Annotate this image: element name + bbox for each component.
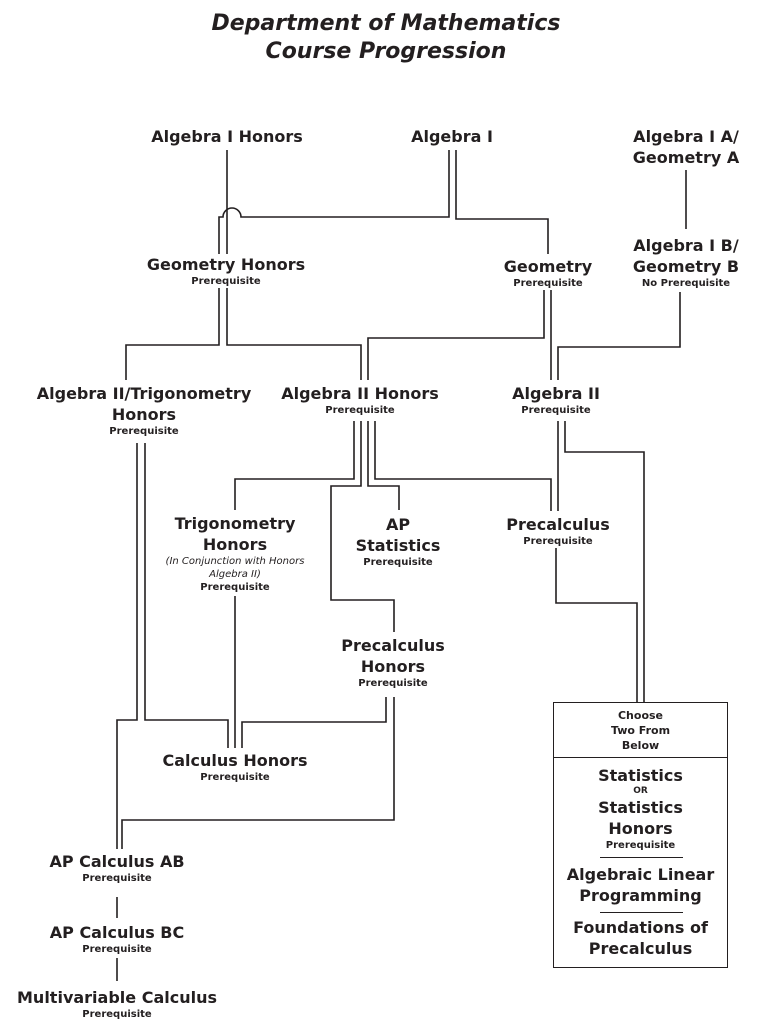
choose-two-box: Choose Two From Below Statistics OR Stat… bbox=[553, 702, 728, 968]
node-sub: Prerequisite bbox=[200, 772, 270, 783]
option-or: OR bbox=[633, 786, 648, 796]
option-divider bbox=[600, 857, 683, 858]
node-geometry-honors: Geometry Honors Prerequisite bbox=[147, 254, 305, 288]
node-ap-statistics: AP Statistics Prerequisite bbox=[356, 514, 441, 569]
node-trigonometry-honors: Trigonometry Honors (In Conjunction with… bbox=[166, 513, 305, 594]
node-label: AP Calculus AB bbox=[49, 852, 185, 871]
node-label: Geometry bbox=[503, 257, 593, 276]
node-sub: Prerequisite bbox=[191, 276, 261, 287]
option-label: Statistics bbox=[598, 766, 683, 785]
node-label: Algebra II bbox=[512, 384, 600, 403]
option-label-line-1: Statistics bbox=[598, 798, 683, 817]
option-foundations-of-precalculus: Foundations of Precalculus bbox=[554, 917, 727, 959]
node-sub: Prerequisite bbox=[82, 873, 152, 884]
node-label: Algebra II Honors bbox=[281, 384, 439, 403]
node-label: Precalculus bbox=[506, 515, 610, 534]
node-algebra-1a-geometry-a: Algebra I A/ Geometry A bbox=[633, 126, 739, 168]
node-sub: Prerequisite bbox=[363, 557, 433, 568]
node-note-line-1: (In Conjunction with Honors bbox=[165, 556, 305, 567]
line-alg2trigh-apcalcab bbox=[116, 443, 138, 849]
node-note-line-2: Algebra II) bbox=[209, 569, 261, 580]
node-geometry: Geometry Prerequisite bbox=[504, 256, 592, 290]
node-label: Calculus Honors bbox=[162, 751, 308, 770]
title-line-2: Course Progression bbox=[265, 39, 507, 64]
node-label-line-1: Trigonometry bbox=[174, 514, 296, 533]
line-geomh-alg2h bbox=[226, 288, 362, 380]
node-label-line-1: Algebra I B/ bbox=[633, 236, 739, 255]
node-multivariable-calculus: Multivariable Calculus Prerequisite bbox=[17, 987, 217, 1021]
line-alg2h-trigh bbox=[234, 421, 355, 510]
choose-line-1: Choose bbox=[617, 708, 664, 722]
node-algebra-1b-geometry-b: Algebra I B/ Geometry B No Prerequisite bbox=[633, 235, 739, 290]
node-label-line-1: Algebra II/Trigonometry bbox=[36, 384, 252, 403]
choose-line-2: Two From bbox=[610, 723, 671, 737]
option-label-line-1: Algebraic Linear bbox=[566, 865, 715, 884]
option-label-line-2: Programming bbox=[579, 886, 702, 905]
line-alg1-geomh bbox=[218, 150, 450, 254]
node-label: Geometry Honors bbox=[146, 255, 306, 274]
page-title: Department of Mathematics Course Progres… bbox=[0, 10, 772, 66]
option-sub: Prerequisite bbox=[605, 840, 676, 851]
node-label: Algebra I bbox=[411, 127, 493, 146]
node-sub: Prerequisite bbox=[82, 1009, 152, 1020]
node-precalculus: Precalculus Prerequisite bbox=[506, 514, 610, 548]
node-label-line-2: Geometry A bbox=[632, 148, 740, 167]
node-label-line-2: Statistics bbox=[355, 536, 441, 555]
node-precalculus-honors: Precalculus Honors Prerequisite bbox=[341, 635, 445, 690]
line-geom-alg2h bbox=[367, 290, 545, 380]
node-label-line-1: Algebra I A/ bbox=[633, 127, 739, 146]
node-sub: Prerequisite bbox=[325, 405, 395, 416]
node-ap-calculus-ab: AP Calculus AB Prerequisite bbox=[49, 851, 184, 885]
line-precalc-choose bbox=[555, 548, 638, 702]
node-ap-calculus-bc: AP Calculus BC Prerequisite bbox=[50, 922, 184, 956]
node-sub: Prerequisite bbox=[358, 678, 428, 689]
node-label-line-2: Honors bbox=[111, 405, 177, 424]
title-line-1: Department of Mathematics bbox=[211, 11, 561, 36]
option-label-line-2: Honors bbox=[608, 819, 673, 838]
line-geomh-alg2trigh bbox=[125, 288, 220, 380]
node-label-line-2: Geometry B bbox=[632, 257, 740, 276]
option-divider bbox=[600, 912, 683, 913]
node-sub: Prerequisite bbox=[200, 582, 270, 593]
node-sub: No Prerequisite bbox=[641, 278, 731, 289]
node-label-line-1: AP bbox=[385, 515, 411, 534]
choose-line-3: Below bbox=[621, 738, 660, 752]
option-algebraic-linear-programming: Algebraic Linear Programming bbox=[554, 864, 727, 906]
line-alg2h-apstat bbox=[367, 421, 400, 510]
node-label-line-2: Honors bbox=[360, 657, 426, 676]
node-sub: Prerequisite bbox=[523, 536, 593, 547]
option-label-line-2: Precalculus bbox=[588, 939, 693, 958]
node-sub: Prerequisite bbox=[82, 944, 152, 955]
node-label: Algebra I Honors bbox=[151, 127, 303, 146]
node-label-line-1: Precalculus bbox=[341, 636, 445, 655]
line-alg2h-precalch bbox=[330, 421, 395, 632]
line-precalch-apcalcab bbox=[121, 697, 395, 849]
option-label-line-1: Foundations of bbox=[573, 918, 708, 937]
node-label: Multivariable Calculus bbox=[17, 988, 217, 1007]
line-alg1-geom bbox=[455, 150, 549, 254]
node-sub: Prerequisite bbox=[513, 278, 583, 289]
node-sub: Prerequisite bbox=[521, 405, 591, 416]
node-label-line-2: Honors bbox=[202, 535, 268, 554]
node-algebra-2: Algebra II Prerequisite bbox=[512, 383, 600, 417]
node-calculus-honors: Calculus Honors Prerequisite bbox=[162, 750, 307, 784]
line-alg2-choose bbox=[564, 421, 645, 702]
line-alg2h-precalc bbox=[374, 421, 552, 511]
node-label: AP Calculus BC bbox=[49, 923, 185, 942]
node-algebra-2-honors: Algebra II Honors Prerequisite bbox=[281, 383, 439, 417]
node-sub: Prerequisite bbox=[109, 426, 179, 437]
line-alg2trigh-calch bbox=[144, 443, 229, 748]
option-statistics: Statistics OR Statistics Honors Prerequi… bbox=[554, 765, 727, 852]
line-precalch-calch bbox=[241, 697, 387, 748]
line-alg1b-alg2 bbox=[557, 292, 681, 380]
node-algebra-1-honors: Algebra I Honors bbox=[151, 126, 303, 147]
node-algebra-2-trig-honors: Algebra II/Trigonometry Honors Prerequis… bbox=[37, 383, 251, 438]
choose-two-header: Choose Two From Below bbox=[554, 703, 727, 758]
node-algebra-1: Algebra I bbox=[411, 126, 493, 147]
